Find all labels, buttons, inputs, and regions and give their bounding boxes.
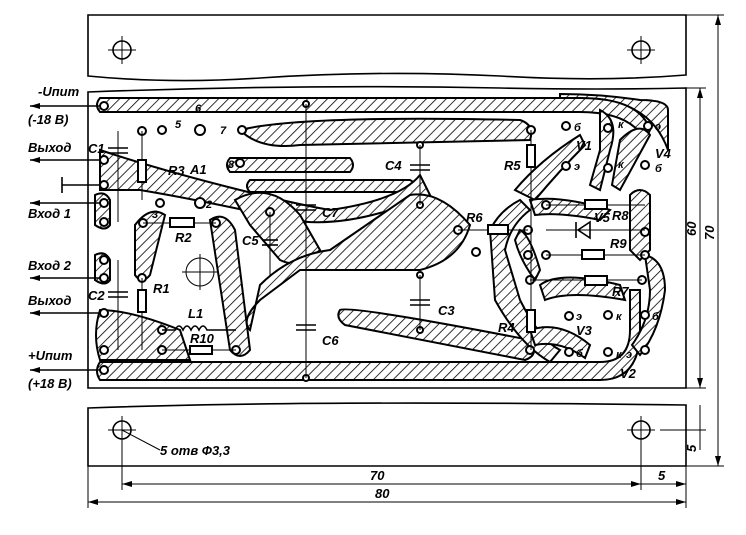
label-v3: V3 — [576, 323, 593, 338]
pin-k: к — [618, 159, 625, 171]
label-v1: V1 — [576, 138, 592, 153]
pin-e: э — [626, 349, 632, 361]
pin-k: к — [616, 311, 623, 323]
neg-supply-value: (-18 В) — [28, 112, 68, 127]
label-c6: C6 — [322, 333, 339, 348]
label-v2: V2 — [620, 366, 637, 381]
connection-arrows — [30, 103, 100, 373]
label-r6: R6 — [466, 210, 483, 225]
label-v4: V4 — [655, 146, 672, 161]
pin-7: 7 — [220, 125, 227, 137]
dim-width-80: 80 — [375, 486, 390, 501]
holes-note: 5 отв Ф3,3 — [160, 443, 231, 458]
pin-e: э — [574, 161, 580, 173]
pin-b: б — [574, 122, 582, 134]
output-1-label: Выход — [28, 140, 71, 155]
input-2-label: Вход 2 — [28, 258, 72, 273]
label-c4: C4 — [385, 158, 402, 173]
dim-margin-5-h: 5 — [658, 468, 666, 483]
label-r5: R5 — [504, 158, 521, 173]
component-labels: C1 C2 C3 C4 C5 C6 C7 R1 R2 R3 R4 R5 R6 R… — [88, 103, 672, 381]
mounting-hole — [627, 416, 655, 444]
pin-k: к — [616, 349, 623, 361]
bottom-strip — [87, 402, 687, 467]
dim-margin-5-v: 5 — [684, 444, 699, 452]
label-r2: R2 — [175, 230, 192, 245]
label-c2: C2 — [88, 288, 105, 303]
label-r9: R9 — [610, 236, 627, 251]
label-c3: C3 — [438, 303, 455, 318]
dimension-lines — [87, 14, 724, 508]
output-2-label: Выход — [28, 293, 71, 308]
neg-supply-label: -Uпит — [38, 84, 80, 99]
label-a1: A1 — [189, 162, 207, 177]
board-outline — [87, 85, 687, 389]
label-r7: R7 — [612, 284, 629, 299]
component-symbols — [108, 104, 645, 378]
dim-width-70: 70 — [370, 468, 385, 483]
pin-3: 3 — [152, 209, 158, 221]
dim-height-70: 70 — [702, 225, 717, 240]
label-c1: C1 — [88, 141, 105, 156]
top-strip — [87, 14, 687, 82]
pin-b: б — [652, 311, 660, 323]
pin-b: б — [576, 348, 584, 360]
label-r8: R8 — [612, 208, 629, 223]
label-r1: R1 — [153, 281, 170, 296]
label-v5: V5 — [594, 210, 611, 225]
label-c5: C5 — [242, 233, 259, 248]
pin-8: 8 — [228, 159, 235, 171]
input-1-label: Вход 1 — [28, 206, 71, 221]
pin-k: к — [618, 119, 625, 131]
pin-e: э — [576, 311, 582, 323]
pos-supply-label: +Uпит — [28, 348, 73, 363]
pin-b: б — [655, 163, 663, 175]
pin-e: э — [655, 121, 661, 133]
mounting-hole — [627, 36, 655, 64]
label-r4: R4 — [498, 320, 515, 335]
mounting-hole — [182, 254, 218, 290]
label-l1: L1 — [188, 306, 203, 321]
pin-6: 6 — [195, 103, 202, 115]
label-r3: R3 — [168, 163, 185, 178]
label-r10: R10 — [190, 331, 215, 346]
pin-2: 2 — [205, 199, 212, 211]
label-c7: C7 — [322, 205, 339, 220]
pin-5: 5 — [175, 119, 182, 131]
pos-supply-value: (+18 В) — [28, 376, 72, 391]
dim-height-60: 60 — [684, 221, 699, 236]
mounting-hole — [108, 36, 136, 64]
